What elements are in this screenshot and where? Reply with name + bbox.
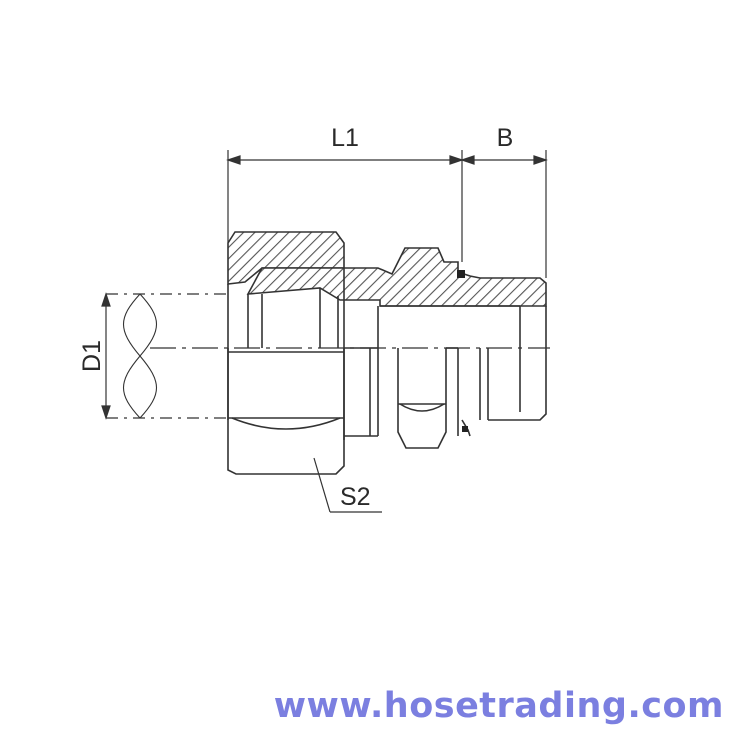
s2-label: S2 [340, 483, 371, 511]
b-dimension [460, 150, 548, 278]
body-hex-view [397, 348, 447, 449]
o-ring-lower [462, 426, 468, 432]
l1-label: L1 [331, 124, 359, 152]
d1-label: D1 [78, 340, 106, 372]
nut-hex-view [227, 348, 345, 475]
b-label: B [497, 124, 514, 152]
body-section [246, 247, 547, 307]
d1-dimension [101, 292, 111, 420]
l1-dimension [226, 150, 464, 262]
o-ring-upper [457, 270, 465, 278]
pipe-break [123, 293, 157, 419]
s2-leader [313, 457, 382, 513]
watermark-url: www.hosetrading.com [273, 686, 724, 726]
